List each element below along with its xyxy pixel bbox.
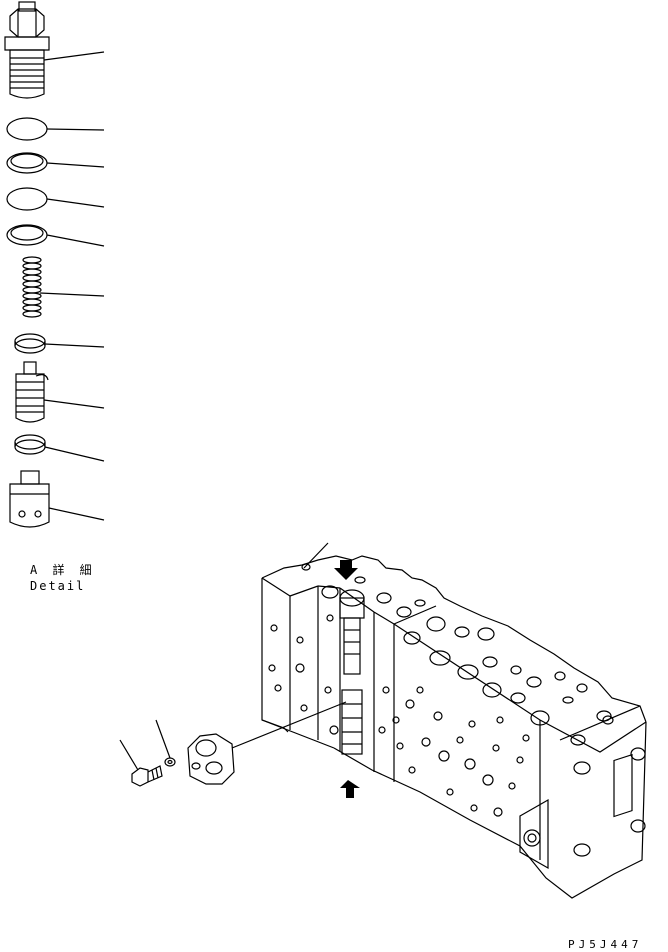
leader-line <box>155 719 171 759</box>
leader-line <box>43 51 105 61</box>
leader-line <box>46 162 105 168</box>
part-ring-2 <box>14 434 46 455</box>
leader-line <box>303 542 329 569</box>
leader-line <box>43 399 105 409</box>
leader-line <box>46 128 105 131</box>
leader-line <box>231 701 347 749</box>
part-bolt <box>131 765 163 787</box>
leader-line <box>44 446 105 462</box>
leader-line <box>44 343 105 348</box>
leader-line <box>119 739 139 771</box>
detail-label-english: Detail <box>30 579 86 593</box>
part-plug <box>4 1 50 99</box>
part-valve <box>15 361 49 423</box>
part-ring-1 <box>14 333 46 354</box>
part-backup-ring-1 <box>6 152 48 174</box>
detail-label-japanese: A 詳 細 <box>30 563 96 577</box>
leader-line <box>48 507 105 521</box>
part-o-ring-2 <box>6 187 48 211</box>
part-backup-ring-2 <box>6 224 48 246</box>
installed-spool <box>339 589 365 755</box>
control-valve-body <box>261 555 647 899</box>
arrow-down-icon <box>334 560 358 580</box>
arrow-up-icon <box>340 780 360 798</box>
leader-line <box>46 198 105 208</box>
part-cover <box>187 733 235 785</box>
part-o-ring-1 <box>6 117 48 141</box>
part-sleeve <box>9 470 50 528</box>
leader-line <box>46 234 105 247</box>
part-washer <box>164 757 176 767</box>
part-spring <box>22 256 42 318</box>
leader-line <box>39 292 105 297</box>
drawing-number: PJ5J447 <box>568 938 643 951</box>
